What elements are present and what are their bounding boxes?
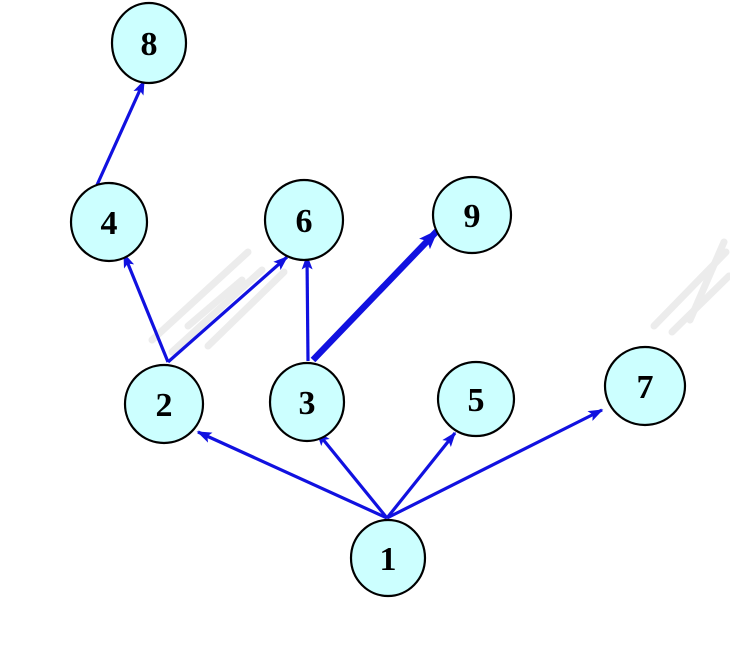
edge-1-3 — [315, 430, 389, 520]
edge-1-2 — [196, 430, 388, 520]
node-3: 3 — [268, 361, 346, 443]
node-7-circle — [603, 345, 687, 427]
watermark-fragment — [650, 238, 730, 336]
node-8-circle — [110, 1, 188, 85]
node-4: 4 — [69, 181, 149, 263]
node-6-circle — [263, 178, 345, 262]
watermark-stroke — [148, 248, 252, 344]
watermark-stroke — [184, 276, 246, 330]
edge-4-8 — [95, 79, 146, 186]
edge-2-6 — [166, 255, 289, 364]
node-1-circle — [349, 518, 427, 598]
node-2: 2 — [123, 363, 205, 445]
watermark-stroke — [168, 266, 266, 356]
edge-1-7 — [386, 408, 604, 520]
node-9: 9 — [431, 175, 513, 255]
node-6: 6 — [263, 178, 345, 262]
edge-1-5 — [385, 431, 457, 519]
node-3-circle — [268, 361, 346, 443]
node-5: 5 — [436, 360, 516, 438]
watermark-stroke — [686, 238, 728, 324]
edge-3-9 — [310, 228, 440, 363]
node-4-circle — [69, 181, 149, 263]
watermark-fragment — [148, 248, 288, 356]
edge-3-6 — [301, 254, 313, 362]
node-2-circle — [123, 363, 205, 445]
watermark-stroke — [204, 268, 288, 350]
node-7: 7 — [603, 345, 687, 427]
edge-2-4 — [122, 252, 170, 363]
node-9-circle — [431, 175, 513, 255]
node-5-circle — [436, 360, 516, 438]
node-8: 8 — [110, 1, 188, 85]
node-1: 1 — [349, 518, 427, 598]
